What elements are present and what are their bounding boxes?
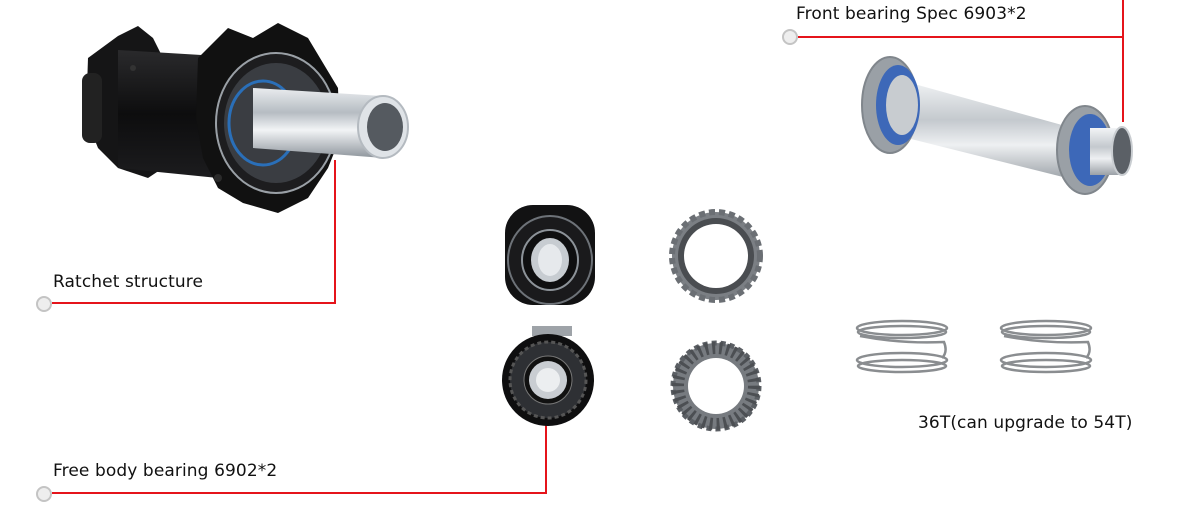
freebody-leader-v [545, 424, 547, 494]
front-axle-image [861, 56, 1133, 195]
freebody-end-image [502, 326, 594, 426]
ratchet-leader-v [334, 160, 336, 304]
front-bearing-dot [782, 29, 798, 45]
front-bearing-leader-v [1122, 0, 1124, 122]
freebody-leader-h [52, 492, 547, 494]
front-bearing-leader-h [798, 36, 1124, 38]
spring-right-image [999, 319, 1093, 374]
front-bearing-label: Front bearing Spec 6903*2 [796, 4, 1027, 24]
ratchet-dot [36, 296, 52, 312]
star-ratchet-image [670, 340, 762, 432]
spring-left-image [855, 319, 949, 374]
ratchet-teeth-label: 36T(can upgrade to 54T) [918, 413, 1133, 433]
freebody-dot [36, 486, 52, 502]
ratchet-label: Ratchet structure [53, 272, 204, 292]
rear-hub-image [82, 23, 409, 213]
freebody-label: Free body bearing 6902*2 [53, 461, 278, 481]
ratchet-leader-h [52, 302, 336, 304]
freebody-side-image [505, 205, 595, 305]
drive-ring-image [669, 209, 763, 303]
